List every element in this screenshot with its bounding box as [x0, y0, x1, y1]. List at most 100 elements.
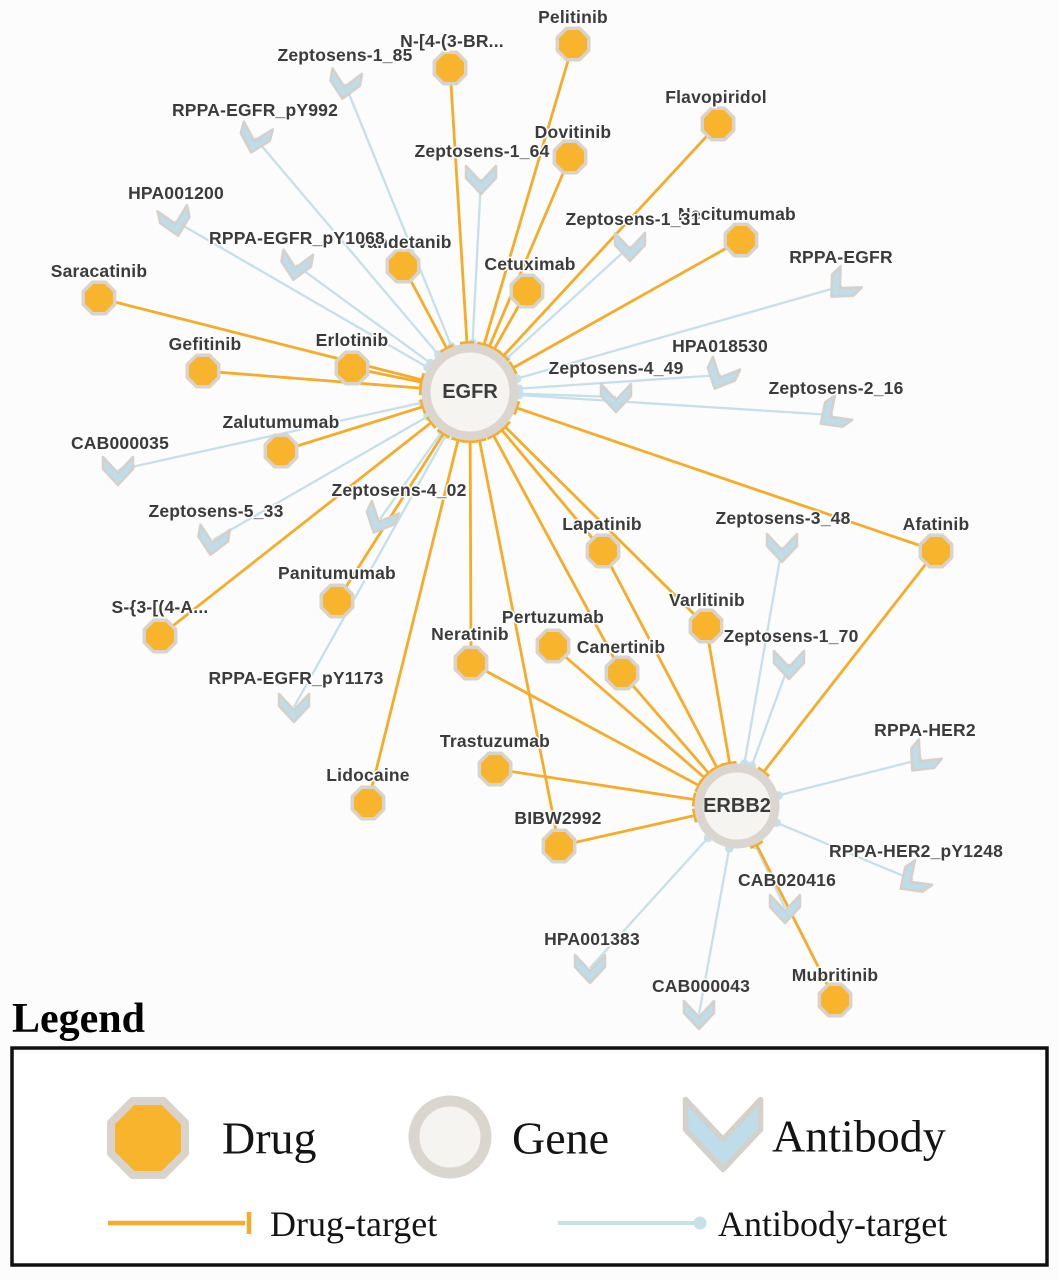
drug-node-dovitinib — [552, 139, 588, 175]
node-label-gefitinib: Gefitinib — [169, 334, 242, 354]
drug-target-edge — [513, 405, 937, 553]
drug-target-edge — [620, 672, 712, 777]
legend: Legend Drug Gene Antibody Drug-target An… — [10, 996, 1049, 1267]
node-label-pelitinib: Pelitinib — [538, 7, 608, 27]
antibody-node-z216 — [819, 394, 854, 428]
drug-node-pelitinib — [555, 26, 591, 62]
drug-target-edge — [500, 123, 720, 360]
drug-target-edge — [760, 550, 938, 776]
antibody-target-edge — [515, 373, 722, 391]
node-label-panitumumab: Panitumumab — [278, 563, 396, 583]
node-label-z216: Zeptosens-2_16 — [768, 378, 903, 398]
legend-drug-swatch — [107, 1097, 189, 1179]
drug-target-edge — [481, 43, 575, 349]
drug-node-zalutumumab — [263, 433, 299, 469]
antibody-target-edge — [775, 757, 923, 798]
drug-node-saracatinib — [81, 280, 117, 316]
node-label-necitumumab: Necitumumab — [678, 204, 796, 224]
antibody-node-rppaegfr — [830, 264, 864, 298]
drug-node-panitumumab — [319, 583, 355, 619]
gene-node-erbb2 — [694, 763, 780, 849]
drug-target-tee — [722, 760, 737, 767]
drug-node-vandetanib — [385, 248, 421, 284]
drug-target-tee — [472, 437, 487, 444]
node-label-z402: Zeptosens-4_02 — [331, 480, 466, 500]
node-label-cab020416: CAB020416 — [738, 870, 836, 890]
drug-target-edge — [509, 238, 742, 371]
antibody-target-edge — [503, 245, 631, 362]
node-label-vandetanib: Vandetanib — [356, 232, 451, 252]
antibody-target-edge — [343, 83, 454, 350]
network-graph: EGFRERBB2PelitinibN-[4-(3-BR...Dovitinib… — [49, 6, 1004, 1031]
node-label-afatinib: Afatinib — [903, 514, 970, 534]
antibody-node-z449 — [599, 382, 633, 414]
drug-target-edge — [486, 156, 572, 351]
legend-drug-label: Drug — [222, 1113, 317, 1164]
legend-antibody-target-label: Antibody-target — [718, 1204, 947, 1244]
antibody-node-py1248 — [899, 859, 934, 893]
antibody-target-edge — [752, 841, 787, 909]
antibody-target-edge — [515, 393, 834, 417]
antibody-node-hpa018530 — [706, 355, 742, 390]
node-label-lidocaine: Lidocaine — [326, 765, 410, 785]
node-label-py1068: RPPA-EGFR_pY1068 — [209, 228, 385, 248]
antibody-node-z131 — [613, 231, 647, 263]
antibody-target-edge — [773, 820, 914, 882]
node-label-erlotinib: Erlotinib — [316, 330, 389, 350]
node-label-rppaegfr: RPPA-EGFR — [789, 247, 893, 267]
legend-gene-label: Gene — [512, 1113, 609, 1164]
drug-node-gefitinib — [185, 353, 221, 389]
node-label-z164: Zeptosens-1_64 — [414, 141, 549, 161]
drug-target-edge — [552, 644, 708, 781]
legend-antibody-target-dot — [693, 1216, 707, 1230]
antibody-target-edge — [515, 392, 617, 399]
antibody-node-z348 — [765, 532, 799, 564]
node-label-cetuximab: Cetuximab — [484, 254, 575, 274]
drug-target-edge — [498, 426, 605, 552]
antibody-target-edge — [174, 220, 431, 370]
antibody-node-py1173 — [277, 692, 311, 724]
node-label-z170: Zeptosens-1_70 — [723, 626, 858, 646]
antibody-target-edge — [379, 428, 445, 520]
node-label-z449: Zeptosens-4_49 — [548, 358, 683, 378]
antibody-target-edge — [471, 178, 483, 347]
node-label-hpa001383: HPA001383 — [544, 929, 640, 949]
drug-target-edge — [366, 436, 461, 804]
node-label-z348: Zeptosens-3_48 — [715, 508, 850, 528]
antibody-target-edge — [295, 264, 434, 366]
antibody-target-edge — [589, 834, 711, 969]
antibody-node-py1068 — [280, 248, 315, 282]
antibody-node-cab000043 — [682, 999, 716, 1031]
drug-target-edge — [159, 419, 435, 638]
antibody-target-edge — [697, 845, 731, 1015]
antibody-target-edge — [749, 663, 791, 769]
drug-target-tee — [756, 766, 771, 778]
drug-target-edge — [501, 423, 707, 627]
node-label-z533: Zeptosens-5_33 — [148, 501, 283, 521]
drug-node-cetuximab — [509, 273, 545, 309]
gene-label-erbb2: ERBB2 — [703, 795, 771, 817]
antibody-target-edge — [513, 284, 843, 381]
node-label-bibw2992: BIBW2992 — [514, 808, 601, 828]
antibody-target-edge — [254, 137, 442, 358]
legend-gene-swatch — [408, 1095, 492, 1179]
node-label-z185: Zeptosens-1_85 — [277, 45, 412, 65]
gene-node-egfr — [421, 343, 519, 441]
antibody-node-hpa001200 — [156, 203, 191, 237]
drug-target-edge — [601, 550, 720, 772]
drug-target-edge — [202, 369, 425, 390]
node-label-zalutumumab: Zalutumumab — [223, 412, 340, 432]
drug-target-edge — [468, 437, 473, 664]
drug-target-tee — [698, 771, 711, 785]
drug-node-lidocaine — [350, 785, 386, 821]
node-label-canertinib: Canertinib — [577, 637, 666, 657]
antibody-node-z170 — [772, 649, 806, 681]
antibody-node-z164 — [464, 164, 498, 196]
drug-target-edge — [280, 404, 427, 453]
drug-node-mubritinib — [817, 982, 853, 1018]
drug-target-tee — [498, 420, 511, 433]
drug-target-edge — [98, 296, 426, 383]
antibody-target-edge — [212, 413, 431, 541]
drug-node-bibw2992 — [541, 828, 577, 864]
